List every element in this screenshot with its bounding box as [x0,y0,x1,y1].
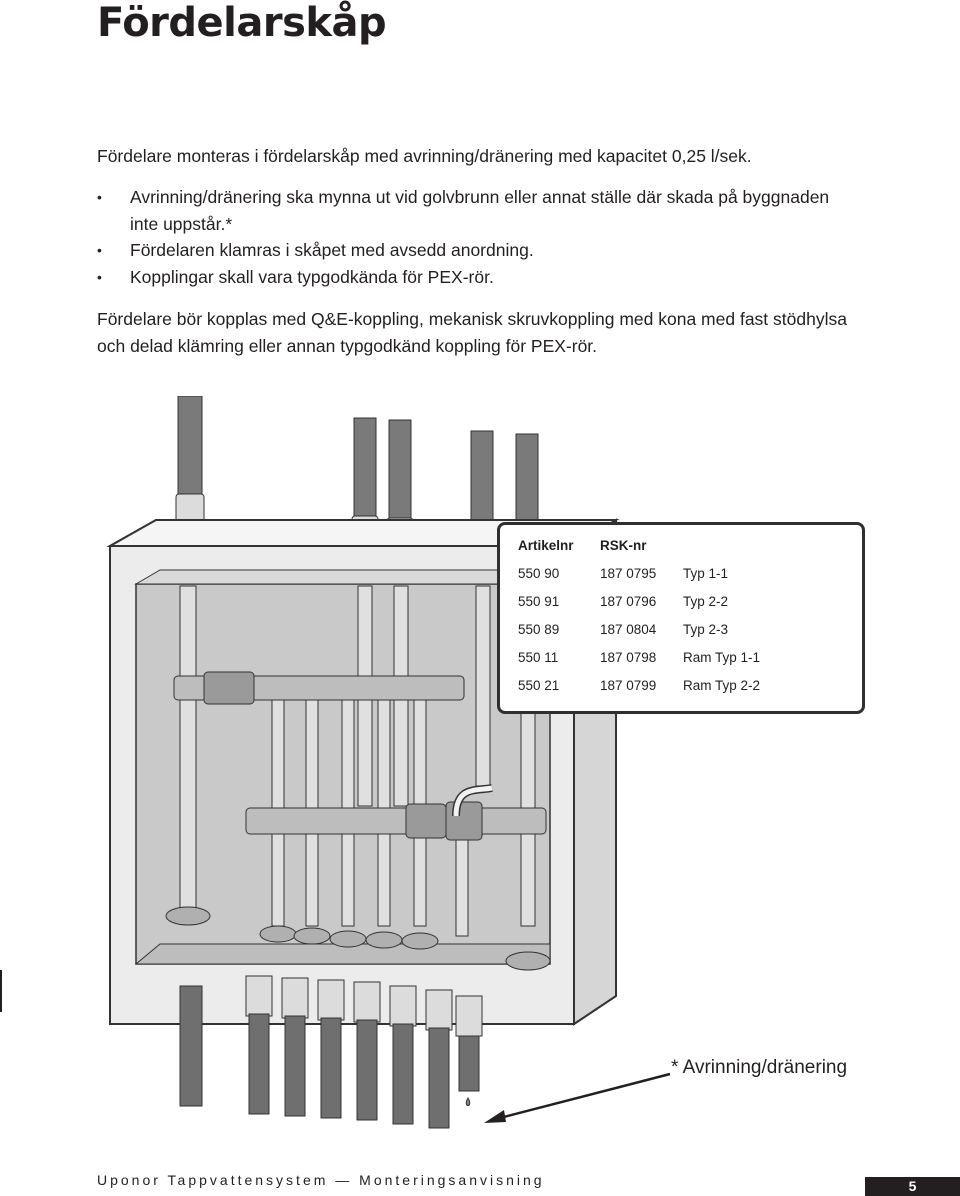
table-header-row: Artikelnr RSK-nr [518,531,843,559]
cell-rsk-nr: 187 0804 [600,621,657,637]
cell-artikelnr: 550 11 [518,649,559,665]
footer-text: Uponor Tappvattensystem — Monteringsanvi… [97,1172,545,1188]
list-item: • Kopplingar skall vara typgodkända för … [97,264,830,291]
bullet-icon: • [97,189,102,205]
cell-artikelnr: 550 21 [518,677,560,693]
cell-type: Typ 1-1 [683,565,729,581]
bullet-icon: • [97,242,102,258]
cell-rsk-nr: 187 0796 [600,593,657,609]
page-title: Fördelarskåp [97,0,387,46]
margin-marker [0,970,2,1012]
bullet-text: Avrinning/dränering ska mynna ut vid gol… [130,187,830,234]
coupling-paragraph: Fördelare bör kopplas med Q&E-koppling, … [97,309,847,356]
page-number: 5 [865,1177,960,1196]
drainage-callout: * Avrinning/dränering [671,1057,848,1078]
article-table: Artikelnr RSK-nr 550 90 187 0795 Typ 1-1… [497,522,865,714]
cell-rsk-nr: 187 0795 [600,565,657,581]
cell-rsk-nr: 187 0799 [600,677,657,693]
bullet-list: • Avrinning/dränering ska mynna ut vid g… [97,184,830,290]
bullet-text: Fördelaren klamras i skåpet med avsedd a… [130,240,534,260]
cell-artikelnr: 550 90 [518,565,560,581]
cell-artikelnr: 550 91 [518,593,560,609]
manifold-cabinet-illustration [106,396,620,1129]
cell-rsk-nr: 187 0798 [600,649,657,665]
cell-type: Ram Typ 2-2 [683,677,761,693]
list-item: • Fördelaren klamras i skåpet med avsedd… [97,237,830,264]
cell-artikelnr: 550 89 [518,621,560,637]
bullet-icon: • [97,268,102,285]
bullet-text: Kopplingar skall vara typgodkända för PE… [130,266,494,287]
callout-arrow-icon [484,1072,671,1123]
header-rsk-nr: RSK-nr [600,537,647,553]
table-row: 550 90 187 0795 Typ 1-1 [518,559,843,587]
table-row: 550 11 187 0798 Ram Typ 1-1 [518,643,843,671]
table-row: 550 89 187 0804 Typ 2-3 [518,615,843,643]
list-item: • Avrinning/dränering ska mynna ut vid g… [97,184,830,237]
header-artikelnr: Artikelnr [518,537,574,553]
drip-icon [465,1097,471,1106]
cell-type: Typ 2-3 [683,621,729,637]
table-row: 550 21 187 0799 Ram Typ 2-2 [518,671,843,699]
intro-paragraph: Fördelare monteras i fördelarskåp med av… [97,146,752,166]
table-row: 550 91 187 0796 Typ 2-2 [518,587,843,615]
cell-type: Ram Typ 1-1 [683,649,761,665]
incoming-pipes [177,396,539,550]
cell-type: Typ 2-2 [683,593,729,609]
